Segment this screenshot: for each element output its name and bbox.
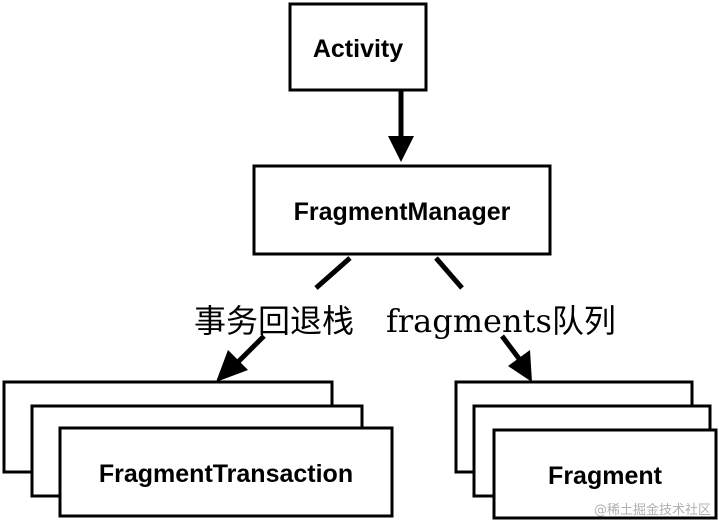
back-stack-label: 事务回退栈: [194, 302, 354, 340]
watermark: @稀土掘金技术社区: [593, 503, 711, 518]
fragment-transaction-stack: FragmentTransaction: [2, 380, 394, 518]
arrow-manager-to-fragment: [434, 256, 532, 382]
fragments-queue-label: fragments队列: [386, 302, 616, 340]
fragment-label: Fragment: [548, 462, 663, 490]
fragment-stack: Fragment: [454, 380, 718, 520]
arrow-activity-to-manager: [388, 90, 414, 162]
stack-card-front: [492, 428, 718, 520]
stack-card-front: [58, 426, 394, 518]
fragment-transaction-label: FragmentTransaction: [99, 460, 353, 488]
fragment-manager-label: FragmentManager: [294, 198, 511, 226]
activity-label: Activity: [313, 35, 403, 63]
arrow-manager-to-transaction: [216, 256, 352, 382]
fragment-manager-node: FragmentManager: [252, 164, 552, 256]
activity-node: Activity: [288, 2, 428, 92]
